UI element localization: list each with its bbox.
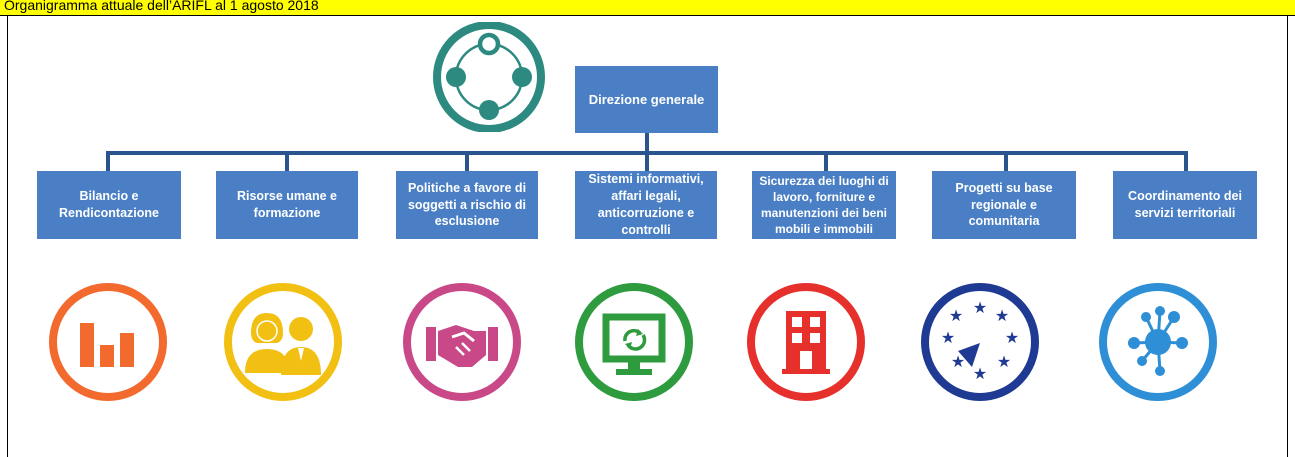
- unit-node-sistemi-informativi: Sistemi informativi, affari legali, anti…: [575, 171, 717, 239]
- branch-connector: [1184, 151, 1188, 171]
- document-caption: Organigramma attuale dell’ARIFL al 1 ago…: [4, 0, 319, 13]
- root-connector: [645, 133, 649, 153]
- branch-connector: [285, 151, 289, 171]
- eu-stars-icon: ★ ★ ★ ★ ★ ★ ★ ★: [921, 283, 1039, 401]
- branch-connector: [106, 151, 110, 171]
- unit-node-sicurezza: Sicurezza dei luoghi di lavoro, fornitur…: [752, 171, 896, 239]
- svg-text:★: ★: [941, 328, 955, 347]
- branch-connector: [824, 151, 828, 171]
- svg-text:★: ★: [973, 364, 987, 383]
- building-icon: [747, 283, 865, 401]
- unit-node-coordinamento: Coordinamento dei servizi territoriali: [1113, 171, 1257, 239]
- organization-logo-icon: [433, 22, 545, 132]
- svg-text:★: ★: [997, 352, 1011, 371]
- svg-text:★: ★: [1005, 328, 1019, 347]
- diagram-frame: [7, 16, 1288, 457]
- branch-connector: [645, 151, 649, 171]
- monitor-icon: [575, 283, 693, 401]
- handshake-icon: [403, 283, 521, 401]
- branch-connector: [1004, 151, 1008, 171]
- people-icon: [224, 283, 342, 401]
- unit-node-politiche: Politiche a favore di soggetti a rischio…: [396, 171, 538, 239]
- document-caption-bar: Organigramma attuale dell’ARIFL al 1 ago…: [0, 0, 1295, 16]
- unit-node-risorse-umane: Risorse umane e formazione: [216, 171, 358, 239]
- svg-text:★: ★: [949, 306, 963, 325]
- unit-node-progetti: Progetti su base regionale e comunitaria: [932, 171, 1076, 239]
- branch-connector: [465, 151, 469, 171]
- svg-text:★: ★: [973, 298, 987, 317]
- unit-node-bilancio: Bilancio e Rendicontazione: [37, 171, 181, 239]
- network-icon: [1099, 283, 1217, 401]
- svg-text:★: ★: [951, 352, 965, 371]
- root-node-direzione-generale: Direzione generale: [575, 66, 718, 133]
- svg-text:★: ★: [995, 306, 1009, 325]
- bar-chart-icon: [49, 283, 167, 401]
